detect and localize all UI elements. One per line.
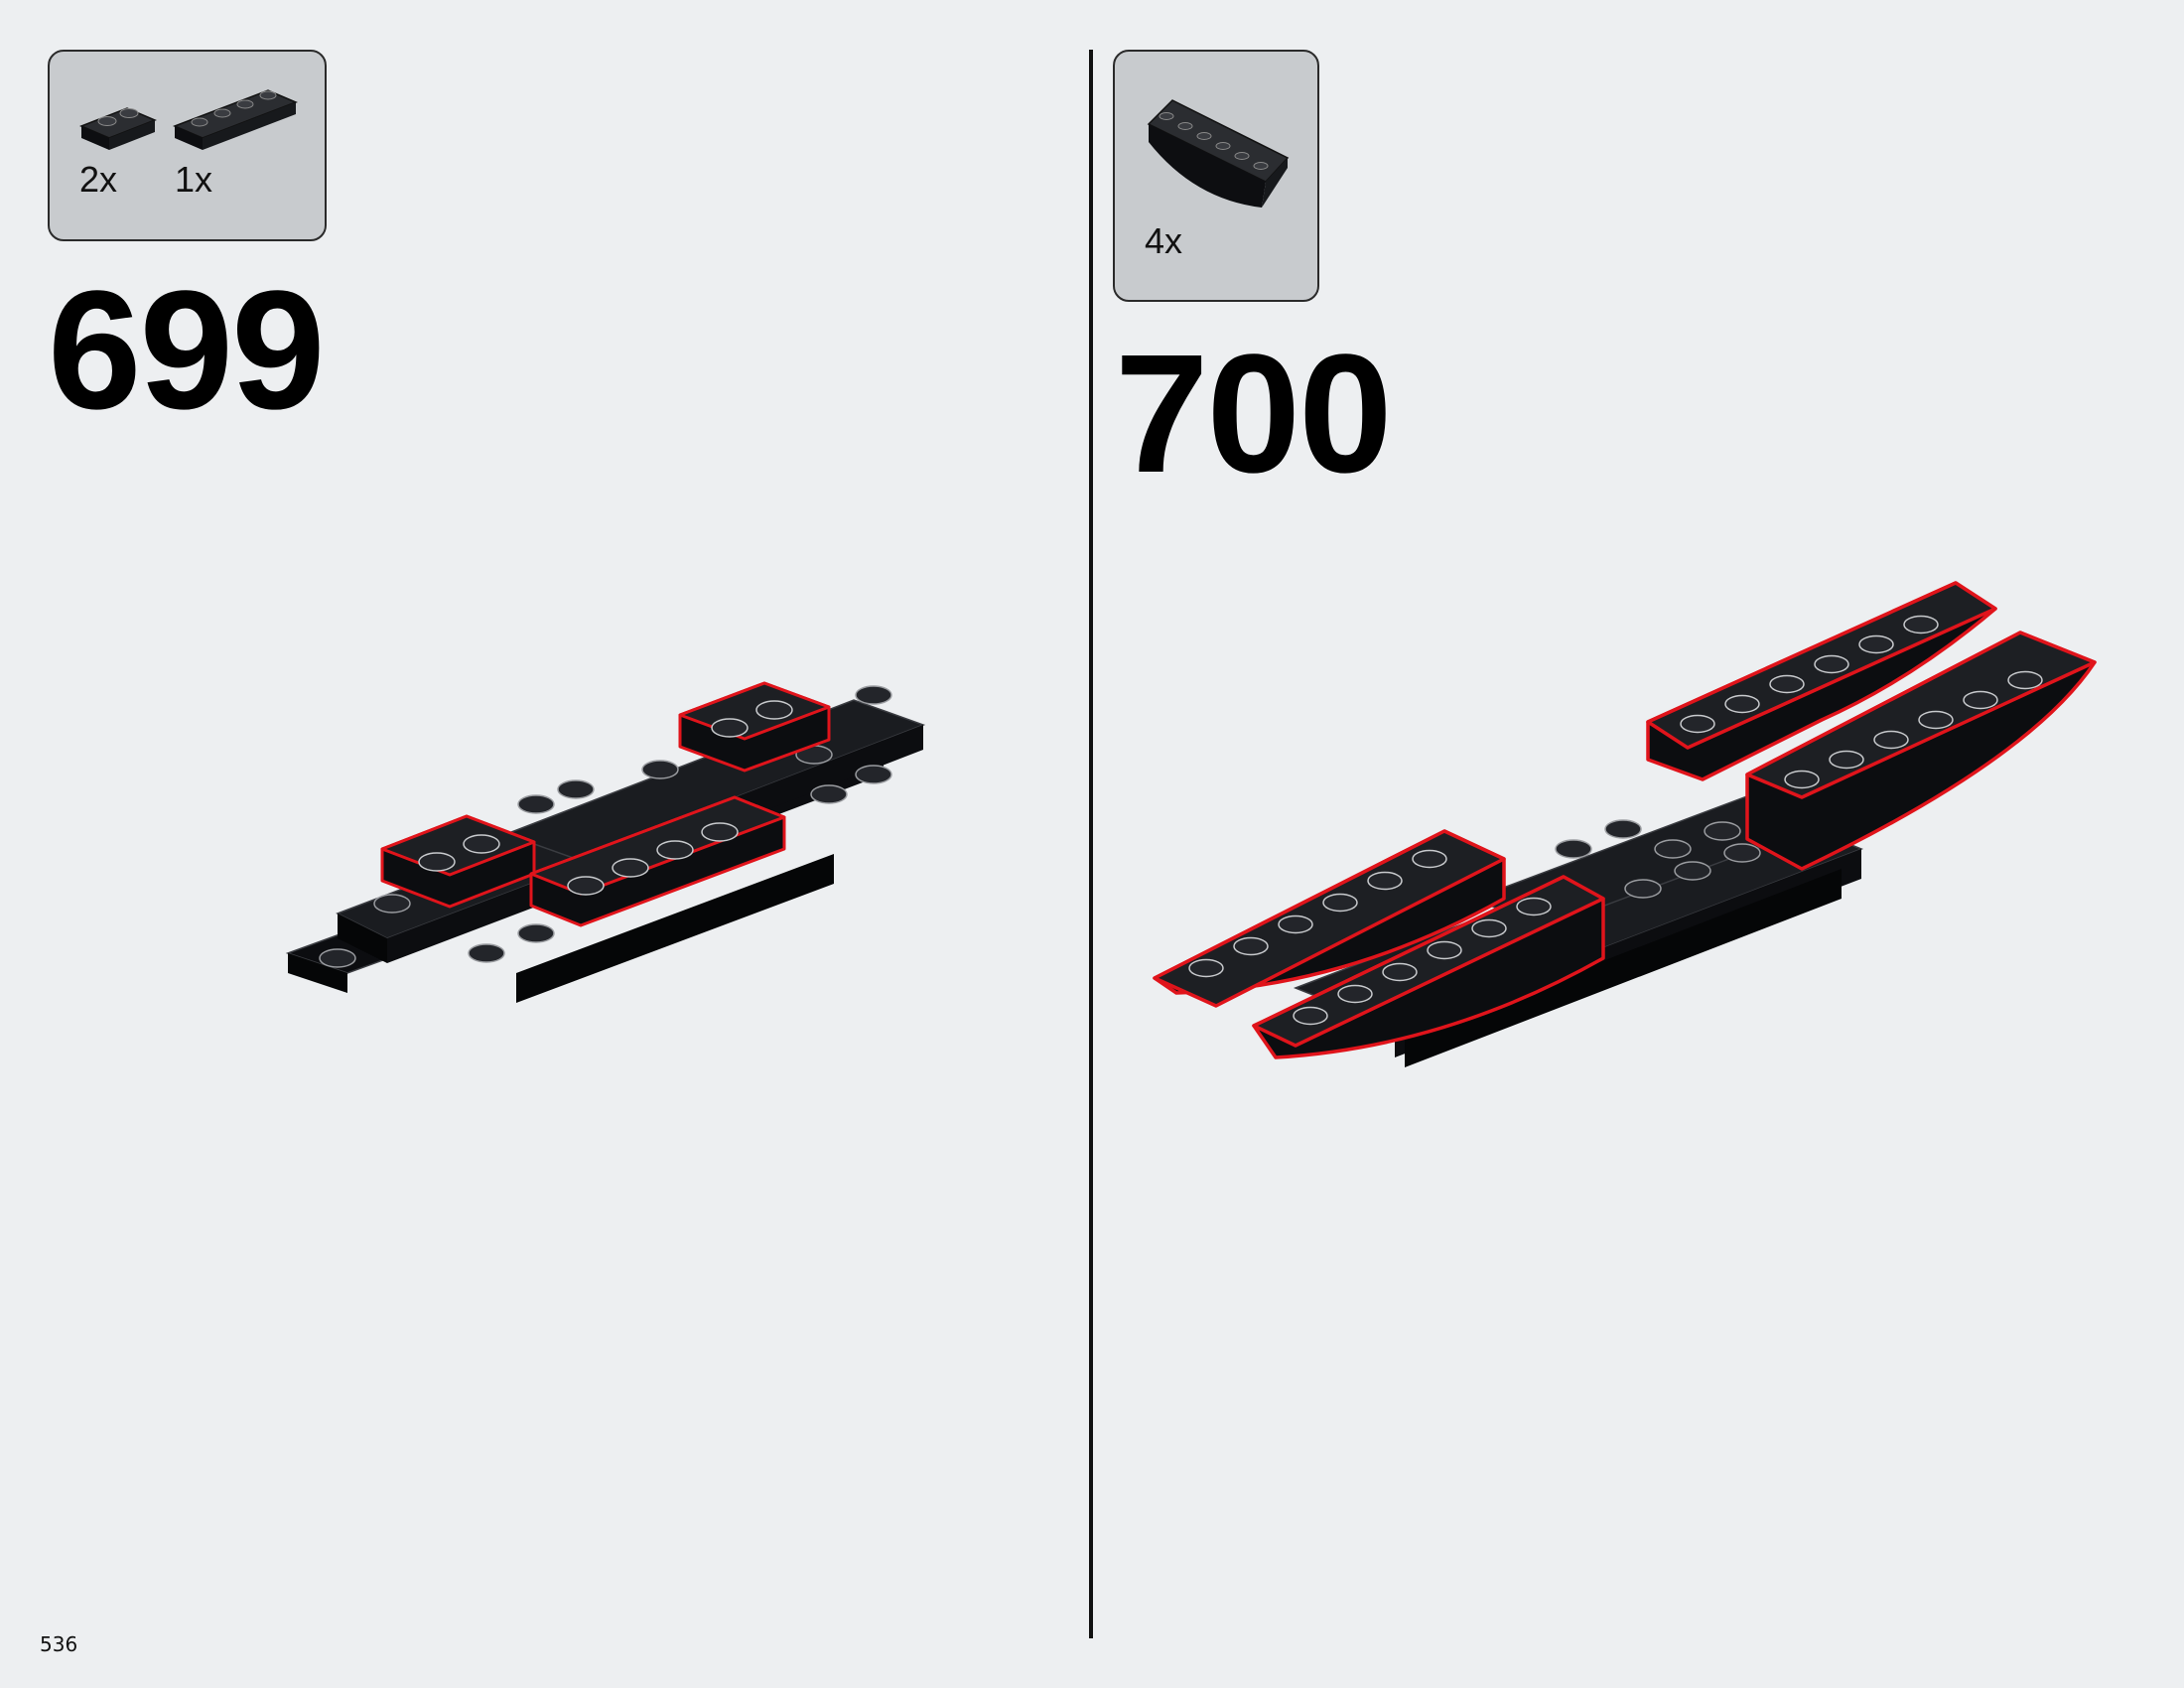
curved-slope-1x6-icon bbox=[1147, 99, 1290, 208]
step-number: 699 bbox=[48, 256, 326, 445]
step-699-assembly-illustration bbox=[285, 681, 926, 1003]
step-divider bbox=[1089, 50, 1093, 1638]
step-number: 700 bbox=[1115, 320, 1393, 508]
plate-1x2-icon bbox=[79, 107, 157, 150]
parts-box-step-700: 4x bbox=[1113, 50, 1319, 302]
step-700-assembly-illustration bbox=[1153, 581, 2097, 1067]
parts-box-step-699: 2x 1x bbox=[48, 50, 327, 241]
part-quantity: 2x bbox=[79, 159, 118, 200]
part-quantity: 1x bbox=[175, 159, 213, 200]
part-quantity: 4x bbox=[1145, 220, 1183, 261]
plate-1x4-icon bbox=[173, 89, 298, 150]
page-number: 536 bbox=[40, 1632, 78, 1656]
